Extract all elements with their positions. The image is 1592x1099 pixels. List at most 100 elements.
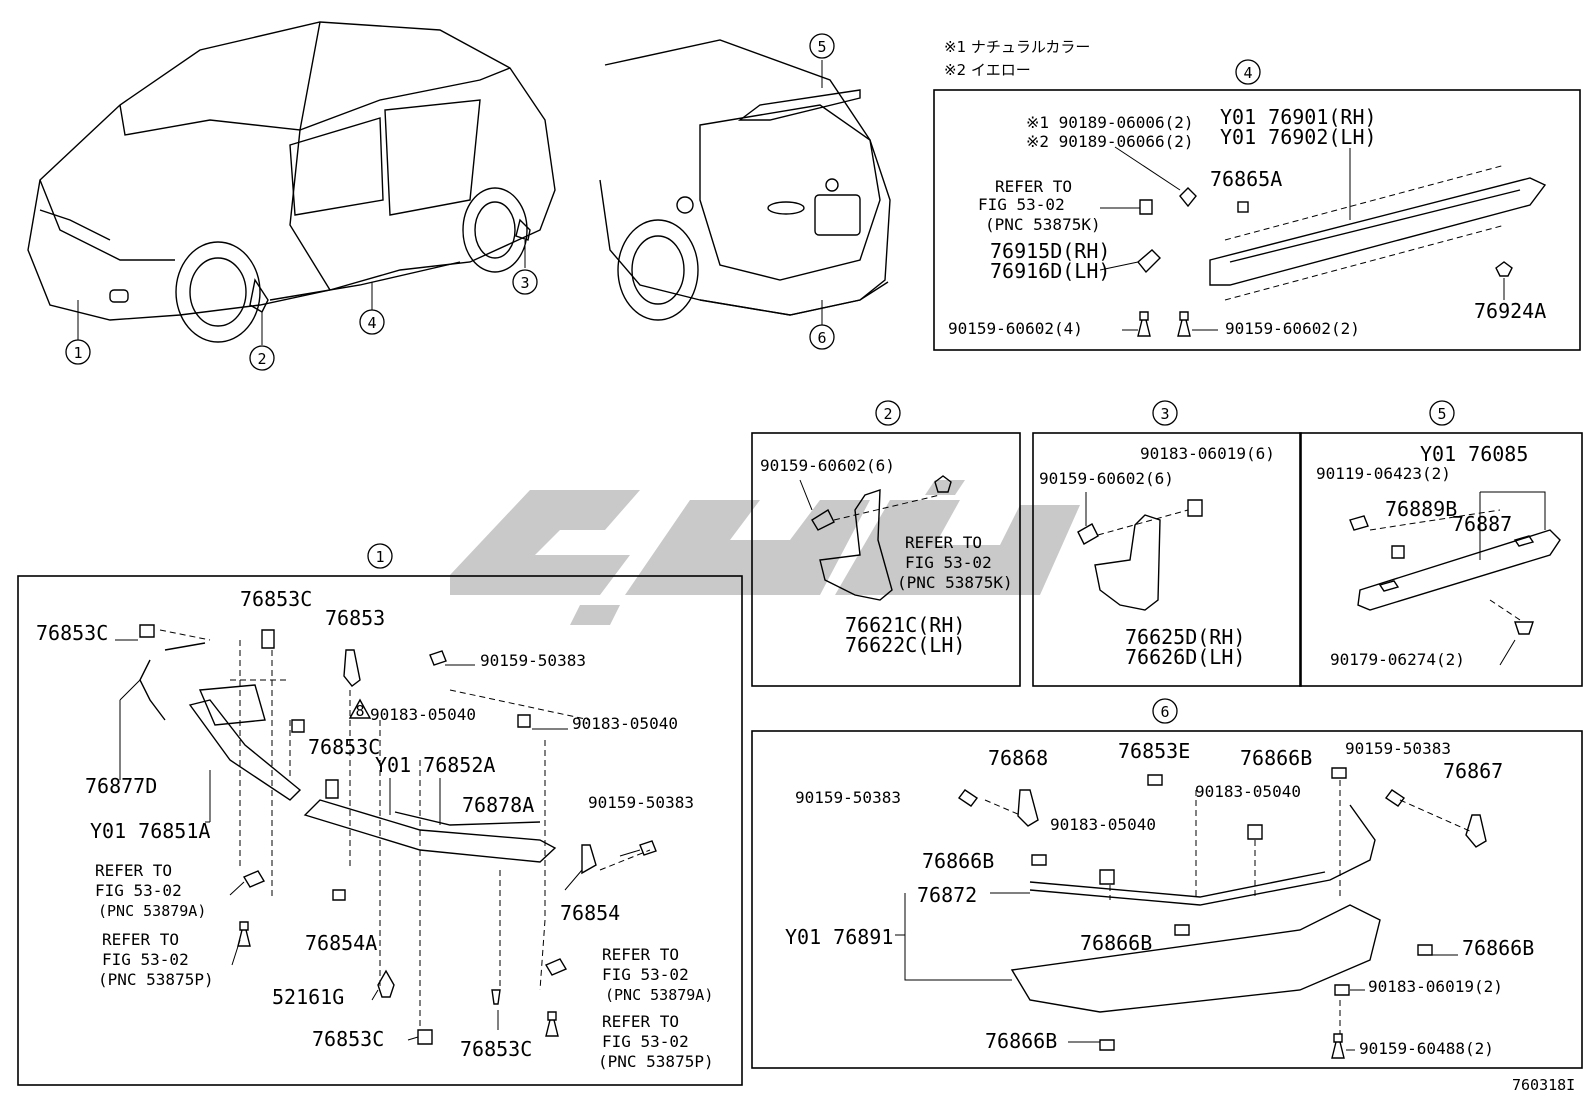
s1-refer2a: REFER TO [102, 930, 179, 949]
s1-part-76853c-e: 76853C [460, 1037, 532, 1061]
s1-refer2c: (PNC 53875P) [98, 970, 214, 989]
s6-part-76866b-c: 76866B [1080, 931, 1152, 955]
s6-screw-1: 90159-50383 [1345, 739, 1451, 758]
s1-screw-2: 90159-50383 [588, 793, 694, 812]
figure-id: 760318I [1512, 1076, 1575, 1094]
s2-refer1: REFER TO [905, 533, 982, 552]
section-2: 2 90159-60602(6) REFER TO FIG 53-02 (PNC… [751, 400, 1021, 687]
s1-refer4a: REFER TO [602, 1012, 679, 1031]
s4-refer3: (PNC 53875K) [985, 215, 1101, 234]
s1-part-76854: 76854 [560, 901, 620, 925]
svg-text:3: 3 [520, 274, 529, 292]
s1-part-y01-76852a: Y01 76852A [375, 753, 495, 777]
section-1: 1 76853C 76853C 76853 90159-50383 90183-… [17, 543, 743, 1086]
section-4: 4 ※1 90189-06006(2) ※2 90189-06066(2) RE… [933, 59, 1581, 351]
s4-note1-part: ※1 90189-06006(2) [1026, 113, 1194, 132]
s3-bolt: 90159-60602(6) [1039, 469, 1174, 488]
s3-part-rh: 76625D(RH) [1125, 625, 1245, 649]
s1-refer3b: FIG 53-02 [602, 965, 689, 984]
s1-screw-1: 90159-50383 [480, 651, 586, 670]
s4-part-lh2: 76916D(LH) [990, 259, 1110, 283]
svg-text:2: 2 [883, 405, 892, 423]
s2-bolt: 90159-60602(6) [760, 456, 895, 475]
s4-bolt-4: 90159-60602(4) [948, 319, 1083, 338]
s6-part-76866b-a: 76866B [1240, 746, 1312, 770]
s1-part-76877d: 76877D [85, 774, 157, 798]
s2-refer2: FIG 53-02 [905, 553, 992, 572]
callout-1-car: 1 [65, 339, 91, 365]
s1-refer1c: (PNC 53879A) [98, 902, 206, 920]
s1-part-y01-76851a: Y01 76851A [90, 819, 210, 843]
s1-part-76878a: 76878A [462, 793, 534, 817]
s3-part-lh: 76626D(LH) [1125, 645, 1245, 669]
svg-text:5: 5 [817, 38, 826, 56]
section-6: 6 76868 76853E 76866B 90159-50383 90159-… [751, 698, 1583, 1069]
callout-5-car: 5 [809, 33, 835, 59]
s6-part-76872: 76872 [917, 883, 977, 907]
s1-part-76853: 76853 [325, 606, 385, 630]
note-1: ※1 ナチュラルカラー [944, 38, 1090, 56]
s6-part-76853e: 76853E [1118, 739, 1190, 763]
svg-text:6: 6 [1160, 703, 1169, 721]
s6-screw-2: 90159-50383 [795, 788, 901, 807]
watermark-logo [450, 480, 1080, 625]
s1-part-76853c-c: 76853C [308, 735, 380, 759]
s1-refer1b: FIG 53-02 [95, 881, 182, 900]
s1-refer1a: REFER TO [95, 861, 172, 880]
callout-6-car: 6 [809, 324, 835, 350]
svg-text:3: 3 [1160, 405, 1169, 423]
s4-part-76865a: 76865A [1210, 167, 1282, 191]
s1-refer3a: REFER TO [602, 945, 679, 964]
s4-part-rh: Y01 76901(RH) [1220, 105, 1377, 129]
s4-note2-part: ※2 90189-06066(2) [1026, 132, 1194, 151]
s3-clip: 90183-06019(6) [1140, 444, 1275, 463]
callout-4-car: 4 [359, 309, 385, 335]
s1-refer2b: FIG 53-02 [102, 950, 189, 969]
s1-refer4b: FIG 53-02 [602, 1032, 689, 1051]
svg-text:5: 5 [1437, 405, 1446, 423]
s1-clip-1: 90183-05040 [370, 705, 476, 724]
svg-text:2: 2 [257, 350, 266, 368]
callout-2-car: 2 [249, 345, 275, 371]
car-rear-view [599, 39, 891, 321]
s6-bolt: 90159-60488(2) [1359, 1039, 1494, 1058]
svg-text:6: 6 [817, 329, 826, 347]
s1-part-76853c-b: 76853C [240, 587, 312, 611]
s2-part-rh: 76621C(RH) [845, 613, 965, 637]
note-2: ※2 イエロー [944, 61, 1031, 79]
svg-text:1: 1 [375, 548, 384, 566]
s6-clip-2: 90183-05040 [1050, 815, 1156, 834]
s1-part-76853c-d: 76853C [312, 1027, 384, 1051]
s5-nut: 90179-06274(2) [1330, 650, 1465, 669]
s1-refer3c: (PNC 53879A) [605, 986, 713, 1004]
s5-bolt: 90119-06423(2) [1316, 464, 1451, 483]
s6-clip-1: 90183-05040 [1195, 782, 1301, 801]
section-5: 5 Y01 76085 90119-06423(2) 76889B 76887 … [1299, 400, 1583, 687]
s6-part-76866b-d: 76866B [1462, 936, 1534, 960]
s2-refer3: (PNC 53875K) [897, 573, 1013, 592]
s1-part-76853c-a: 76853C [36, 621, 108, 645]
s6-part-76866b-e: 76866B [985, 1029, 1057, 1053]
svg-text:4: 4 [367, 314, 376, 332]
s2-part-lh: 76622C(LH) [845, 633, 965, 657]
s5-main: Y01 76085 [1420, 442, 1528, 466]
s1-part-76854a: 76854A [305, 931, 377, 955]
s6-main: Y01 76891 [785, 925, 893, 949]
s6-part-76868: 76868 [988, 746, 1048, 770]
car-front-view [27, 21, 556, 343]
s5-part-76889b: 76889B [1385, 497, 1457, 521]
s1-warning: 8 [355, 702, 364, 720]
svg-text:1: 1 [73, 344, 82, 362]
svg-text:4: 4 [1243, 64, 1252, 82]
s1-clip-2: 90183-05040 [572, 714, 678, 733]
s4-refer1: REFER TO [995, 177, 1072, 196]
s4-part-76924a: 76924A [1474, 299, 1546, 323]
s1-part-52161g: 52161G [272, 985, 344, 1009]
s6-part-76867: 76867 [1443, 759, 1503, 783]
s4-bolt-2: 90159-60602(2) [1225, 319, 1360, 338]
s6-part-76866b-b: 76866B [922, 849, 994, 873]
callout-3-car: 3 [512, 269, 538, 295]
s4-part-lh: Y01 76902(LH) [1220, 125, 1377, 149]
s6-clip-3: 90183-06019(2) [1368, 977, 1503, 996]
